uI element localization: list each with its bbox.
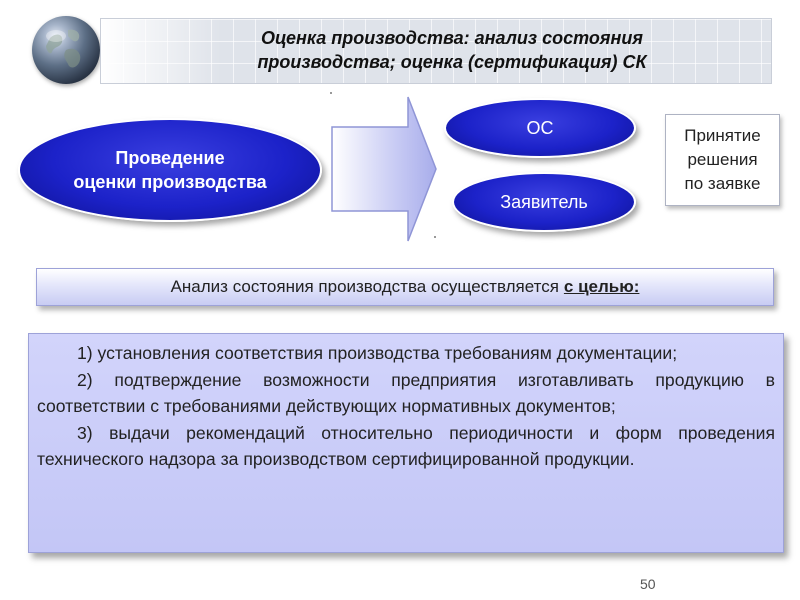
assessment-ellipse: Проведение оценки производства	[18, 118, 322, 222]
page-number: 50	[640, 576, 656, 592]
purpose-bar: Анализ состояния производства осуществля…	[36, 268, 774, 306]
decor-dot	[330, 92, 332, 94]
title-line-1: Оценка производства: анализ состояния	[261, 28, 643, 48]
decision-line-2: решения	[687, 150, 758, 169]
decision-box: Принятие решения по заявке	[665, 114, 780, 206]
goals-box: 1) установления соответствия производств…	[28, 333, 784, 553]
applicant-ellipse: Заявитель	[452, 172, 636, 232]
decor-dot	[434, 236, 436, 238]
goal-item: 1) установления соответствия производств…	[77, 343, 678, 363]
purpose-text: Анализ состояния производства осуществля…	[170, 277, 559, 296]
right-arrow-icon	[331, 96, 437, 242]
applicant-label: Заявитель	[500, 191, 588, 212]
os-ellipse: ОС	[444, 98, 636, 158]
decision-line-1: Принятие	[684, 126, 761, 145]
goal-item: 2) подтверждение возможности предприятия…	[37, 369, 775, 417]
purpose-emphasis: с целью:	[563, 277, 640, 296]
title-banner: Оценка производства: анализ состояния пр…	[100, 18, 772, 84]
page-title: Оценка производства: анализ состояния пр…	[193, 26, 711, 74]
decision-line-3: по заявке	[684, 174, 761, 193]
os-label: ОС	[526, 117, 554, 138]
assessment-line-1: Проведение	[115, 148, 225, 168]
goal-item: 3) выдачи рекомендаций относительно пери…	[37, 422, 775, 470]
globe-icon	[32, 16, 100, 84]
assessment-line-2: оценки производства	[73, 172, 267, 192]
title-line-2: производства; оценка (сертификация) СК	[257, 52, 647, 72]
